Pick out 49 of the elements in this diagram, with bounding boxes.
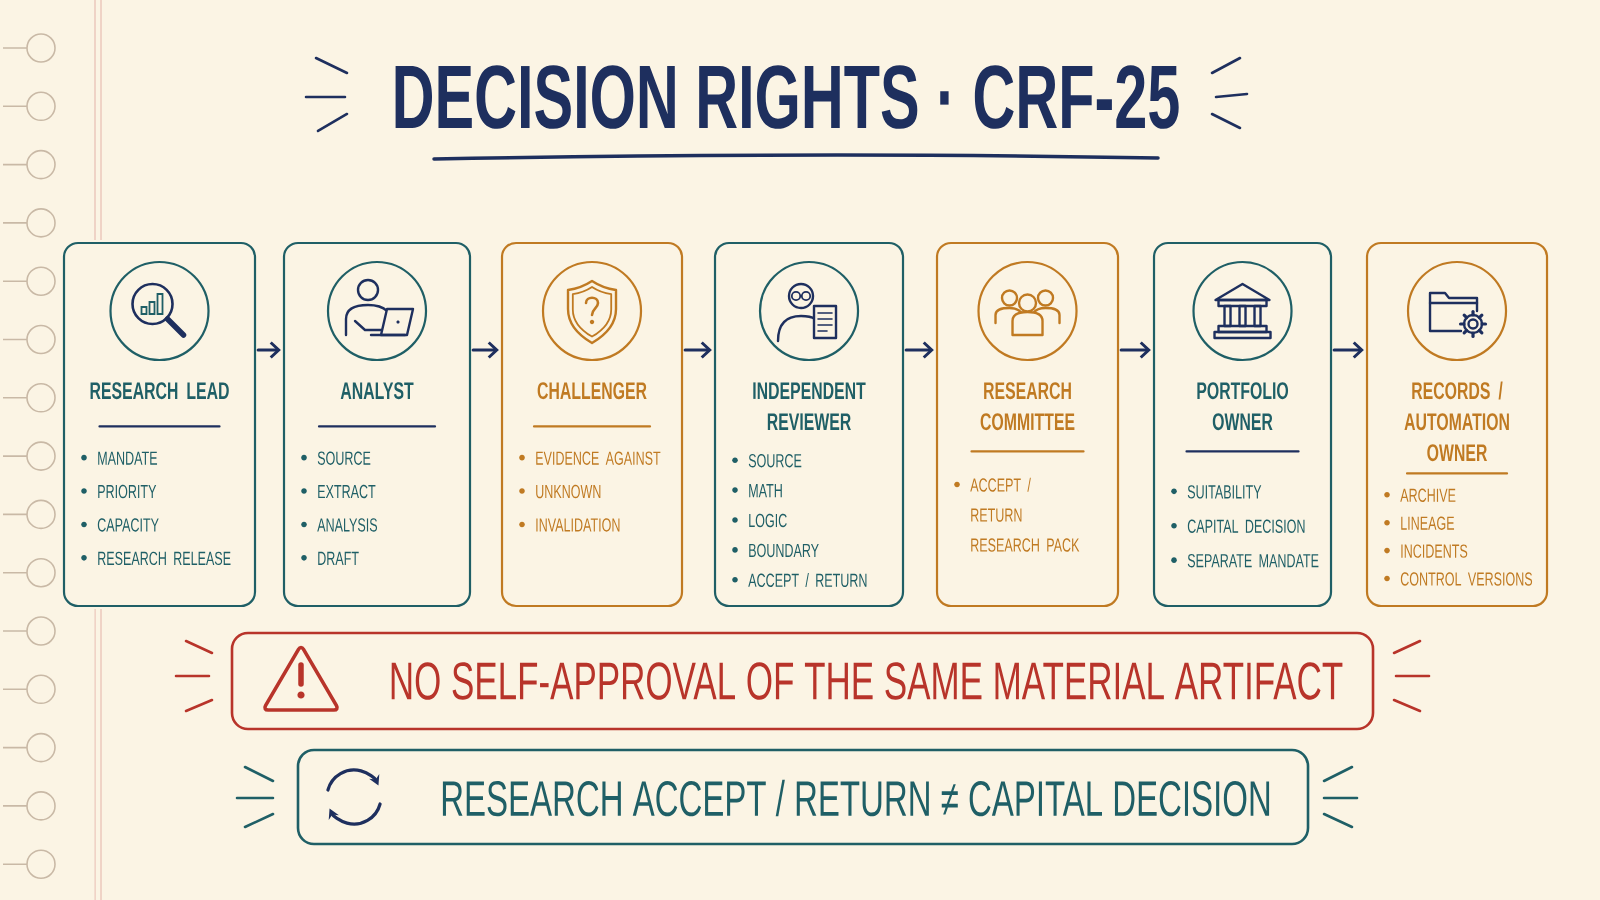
- bullet-text: CAPITAL DECISION: [1187, 519, 1305, 533]
- arrow: [1332, 341, 1364, 359]
- bullet-text: EVIDENCE AGAINST: [536, 451, 661, 465]
- bullet-text: SUITABILITY: [1187, 485, 1262, 499]
- bullet-text: DRAFT: [318, 551, 359, 565]
- bullet-text: LOGIC: [749, 513, 787, 528]
- card-heading: RESEARCH COMMITTEE: [980, 382, 1075, 431]
- card-heading: RECORDS / AUTOMATION OWNER: [1404, 381, 1509, 462]
- bullet-text: SOURCE: [317, 451, 371, 465]
- role-card: [935, 241, 1120, 608]
- role-card: [500, 241, 684, 608]
- card-heading: ANALYST: [340, 382, 414, 400]
- bullet-text: PRIORITY: [98, 484, 157, 499]
- bullet-text: ACCEPT / RETURN RESEARCH PACK: [970, 477, 1080, 552]
- bullet-text: BOUNDARY: [749, 543, 819, 558]
- banner-text: NO SELF-APPROVAL OF THE SAME MATERIAL ARTIFACT: [391, 662, 1343, 700]
- bullet-text: ACCEPT / RETURN: [748, 573, 867, 588]
- role-card: [62, 241, 257, 608]
- bullet-text: LINEAGE: [1401, 516, 1455, 530]
- role-card: [713, 241, 905, 608]
- arrow: [1119, 341, 1151, 359]
- bullet-text: EXTRACT: [318, 484, 376, 499]
- card-heading: INDEPENDENT REVIEWER: [753, 382, 866, 430]
- arrow: [904, 341, 934, 359]
- card-heading: PORTFOLIO OWNER: [1197, 382, 1289, 431]
- banner-text: RESEARCH ACCEPT / RETURN ≠ CAPITAL DECISION: [442, 779, 1270, 817]
- bullet-text: ANALYSIS: [317, 518, 378, 532]
- bullet-text: SOURCE: [748, 454, 802, 468]
- bullet-text: SEPARATE MANDATE: [1187, 553, 1319, 568]
- role-card: [1365, 241, 1549, 608]
- card-heading: CHALLENGER: [537, 382, 647, 400]
- card-heading: RESEARCH LEAD: [90, 382, 229, 400]
- role-card: [282, 241, 472, 608]
- bullet-text: CAPACITY: [97, 518, 159, 532]
- bullet-text: ARCHIVE: [1400, 488, 1456, 503]
- role-card: [1152, 241, 1333, 608]
- bullet-text: MATH: [749, 484, 782, 498]
- warning-banner: [230, 631, 1375, 731]
- arrow: [683, 341, 712, 359]
- bullet-text: INVALIDATION: [536, 518, 620, 532]
- title: DECISION RIGHTS · CRF-25: [395, 65, 1179, 129]
- note-banner: [296, 748, 1310, 846]
- arrow: [256, 341, 281, 359]
- bullet-text: CONTROL VERSIONS: [1400, 572, 1533, 586]
- bullet-text: RESEARCH RELEASE: [98, 551, 231, 566]
- bullet-text: UNKNOWN: [536, 484, 601, 499]
- arrow: [471, 341, 499, 359]
- bullet-text: INCIDENTS: [1401, 544, 1468, 558]
- bullet-text: MANDATE: [98, 451, 158, 465]
